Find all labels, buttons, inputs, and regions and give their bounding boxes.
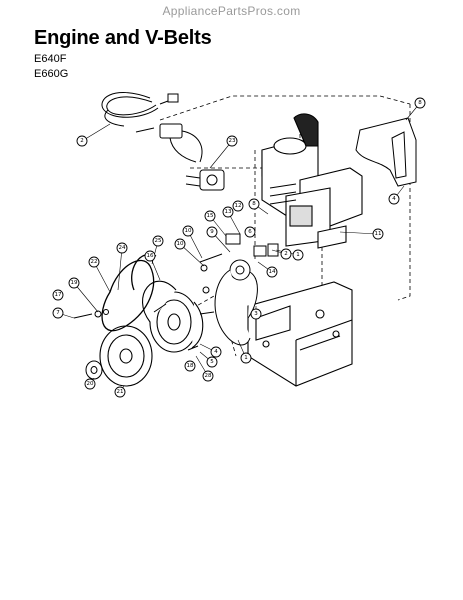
callout-21: 21	[114, 386, 126, 398]
svg-text:25: 25	[155, 238, 162, 244]
svg-text:10: 10	[177, 241, 184, 247]
svg-text:16: 16	[147, 253, 154, 259]
callout-8-mid: 8	[248, 198, 260, 210]
callout-15: 15	[204, 210, 216, 222]
model-number-2: E660G	[34, 68, 69, 80]
svg-text:21: 21	[117, 389, 124, 395]
callout-2-cord: 2	[76, 135, 88, 147]
svg-text:1: 1	[244, 355, 248, 361]
callout-14: 14	[266, 266, 278, 278]
svg-text:28: 28	[205, 373, 212, 379]
callout-13: 13	[222, 206, 234, 218]
svg-text:13: 13	[225, 209, 232, 215]
frame-plate	[247, 281, 353, 387]
electric-starter	[185, 169, 225, 191]
svg-text:20: 20	[87, 381, 94, 387]
callout-17: 17	[52, 289, 64, 301]
svg-text:8: 8	[418, 100, 422, 106]
callout-3: 3	[250, 308, 262, 320]
svg-text:2: 2	[80, 138, 84, 144]
callout-6: 6	[244, 226, 256, 238]
engine-pulley	[214, 259, 258, 346]
svg-text:15: 15	[207, 213, 214, 219]
svg-text:24: 24	[119, 245, 126, 251]
starter-switch	[135, 123, 203, 163]
svg-text:10: 10	[185, 228, 192, 234]
belt-cover	[355, 117, 417, 187]
svg-text:6: 6	[248, 229, 252, 235]
callout-23: 23	[226, 135, 238, 147]
svg-text:7: 7	[56, 310, 60, 316]
svg-text:4: 4	[214, 349, 218, 355]
svg-text:9: 9	[210, 229, 214, 235]
part-callouts: 8 2 23 4 8 12 13 11 15 1 9 2 10 10 25 24…	[52, 97, 426, 398]
svg-text:3: 3	[254, 311, 258, 317]
callout-1-lower: 1	[240, 352, 252, 364]
callout-12: 12	[232, 200, 244, 212]
callout-4-lower: 4	[210, 346, 222, 358]
svg-text:1: 1	[296, 252, 300, 258]
drive-pulley	[99, 325, 153, 387]
svg-text:5: 5	[210, 359, 214, 365]
watermark: AppliancePartsPros.com	[162, 4, 301, 18]
power-cord	[101, 92, 179, 127]
callout-18: 18	[184, 360, 196, 372]
callout-11: 11	[372, 228, 384, 240]
callout-4-right: 4	[388, 193, 400, 205]
diagram-title: Engine and V-Belts	[34, 27, 212, 49]
svg-text:22: 22	[91, 259, 98, 265]
callout-24: 24	[116, 242, 128, 254]
svg-text:14: 14	[269, 269, 276, 275]
callout-2-mid: 2	[280, 248, 292, 260]
svg-text:11: 11	[375, 231, 382, 237]
callout-5: 5	[206, 356, 218, 368]
callout-16: 16	[144, 250, 156, 262]
svg-text:18: 18	[187, 363, 194, 369]
small-pulley-left	[85, 360, 103, 380]
callout-7: 7	[52, 307, 64, 319]
callout-1-upper: 1	[292, 249, 304, 261]
callout-10-a: 10	[182, 225, 194, 237]
svg-text:19: 19	[71, 280, 78, 286]
svg-text:2: 2	[284, 251, 288, 257]
callout-8-top: 8	[414, 97, 426, 109]
svg-text:4: 4	[392, 196, 396, 202]
callout-10-b: 10	[174, 238, 186, 250]
engine	[261, 113, 363, 249]
callout-22: 22	[88, 256, 100, 268]
svg-text:17: 17	[55, 292, 62, 298]
hardware-left	[73, 303, 215, 351]
svg-text:12: 12	[235, 203, 242, 209]
callout-25-top: 25	[152, 235, 164, 247]
callout-20: 20	[84, 378, 96, 390]
model-number-1: E640F	[34, 53, 67, 65]
svg-text:23: 23	[229, 138, 236, 144]
svg-text:8: 8	[252, 201, 256, 207]
callout-9: 9	[206, 226, 218, 238]
callout-19: 19	[68, 277, 80, 289]
callout-28: 28	[202, 370, 214, 382]
